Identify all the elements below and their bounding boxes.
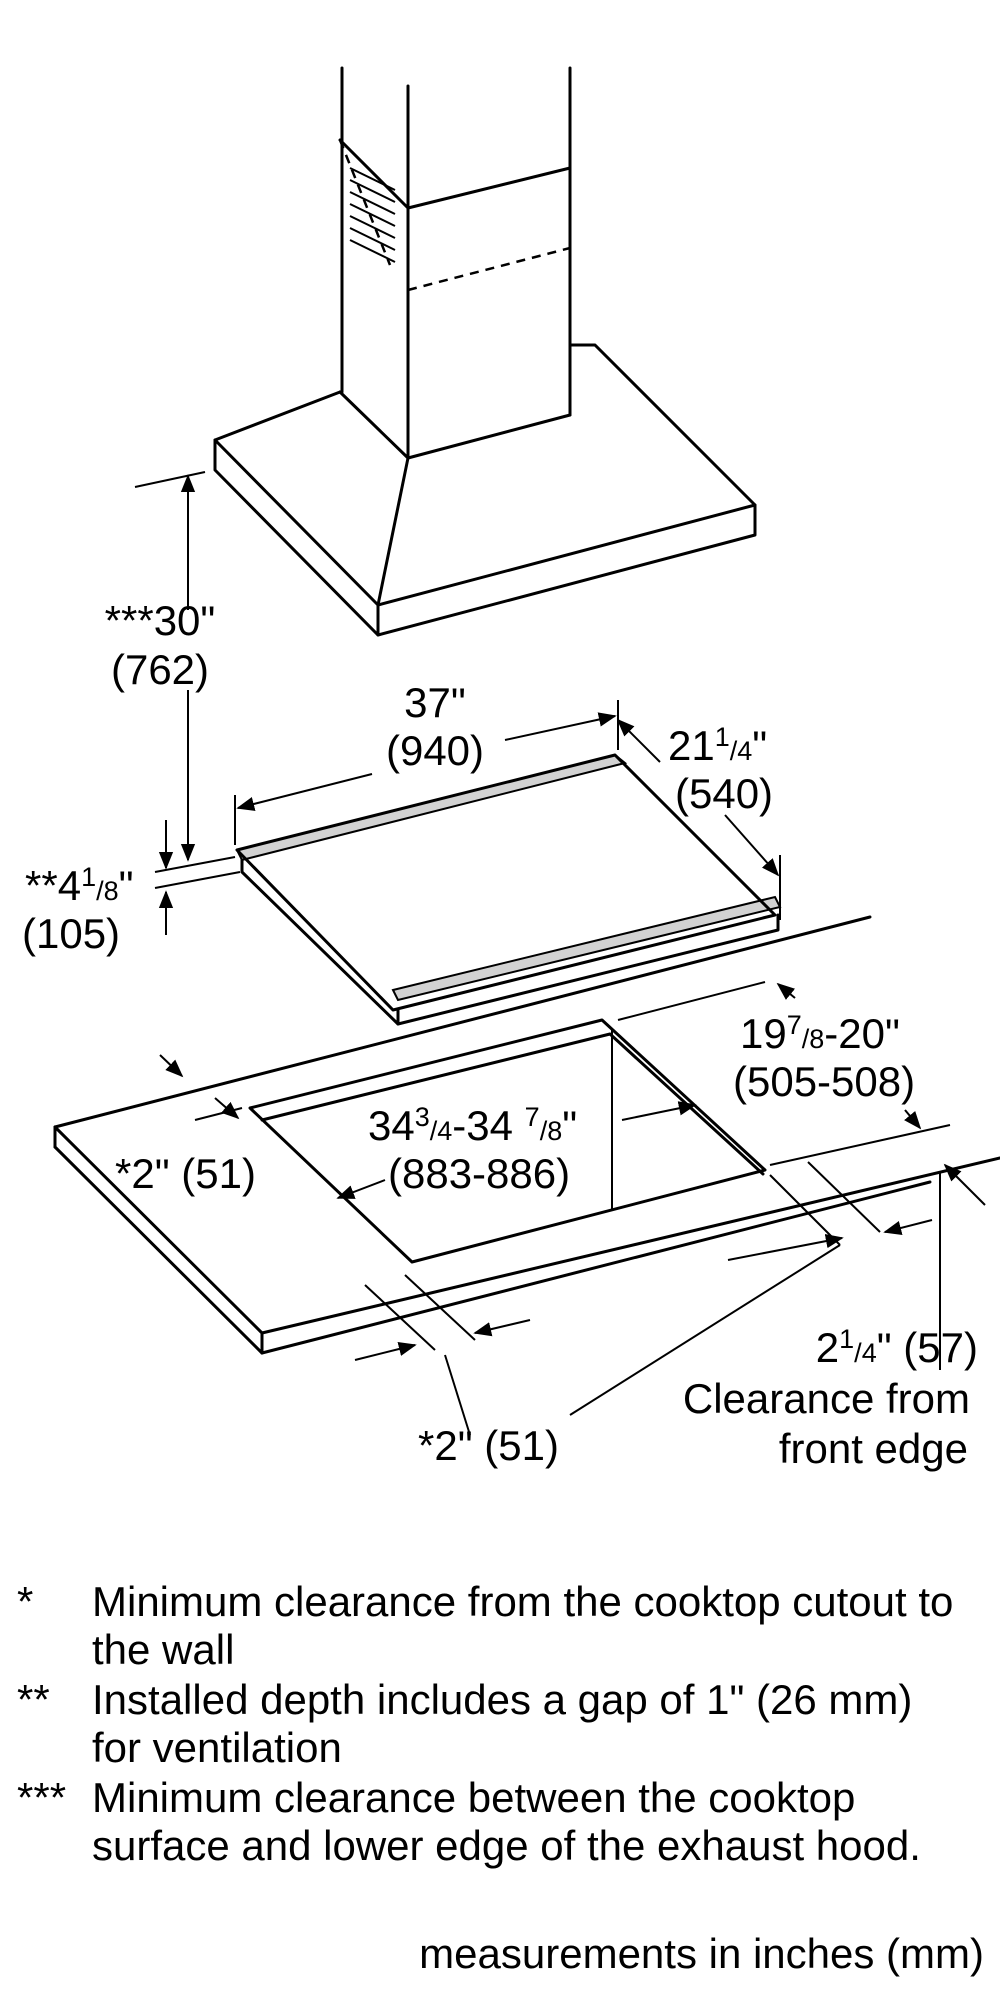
front-clearance-value: 21/4" (57) xyxy=(816,1324,978,1371)
countertop xyxy=(53,915,1000,1355)
dimension-labels: ***30" (762) 37" (940) 211/4" (540) **41… xyxy=(22,597,978,1472)
height-inches: **41/8" xyxy=(25,862,134,909)
vent-slots-icon xyxy=(349,167,396,263)
footnote-mark: * xyxy=(17,1578,34,1625)
installation-diagram: ***30" (762) 37" (940) 211/4" (540) **41… xyxy=(22,66,1000,1472)
width-mm: (940) xyxy=(386,727,484,774)
footnote: *** Minimum clearance between the cookto… xyxy=(0,1774,1000,1870)
footnote-text: Minimum clearance between the cooktop su… xyxy=(92,1774,921,1869)
width-inches: 37" xyxy=(404,679,466,726)
wall-clearance-back: *2" (51) xyxy=(418,1422,559,1469)
depth-inches: 211/4" xyxy=(668,722,767,769)
cutout-depth-mm: (505-508) xyxy=(733,1058,915,1105)
wall-clearance-left: *2" (51) xyxy=(115,1150,256,1197)
cutout-width-inches: 343/4-34 7/8" xyxy=(368,1102,577,1149)
depth-mm: (540) xyxy=(675,770,773,817)
range-hood xyxy=(213,66,757,637)
dimension-lines xyxy=(134,471,986,1436)
units-note: measurements in inches (mm) xyxy=(419,1930,984,1977)
footnote: * Minimum clearance from the cooktop cut… xyxy=(0,1578,1000,1674)
footnote: ** Installed depth includes a gap of 1" … xyxy=(0,1676,1000,1772)
footnotes: * Minimum clearance from the cooktop cut… xyxy=(0,1578,1000,1872)
cutout-depth-inches: 197/8-20" xyxy=(740,1010,900,1057)
front-clearance-label-1: Clearance from xyxy=(683,1375,970,1422)
cutout-width-mm: (883-886) xyxy=(388,1150,570,1197)
front-clearance-label-2: front edge xyxy=(779,1425,968,1472)
footnote-text: Minimum clearance from the cooktop cutou… xyxy=(92,1578,954,1673)
hood-clearance-inches: ***30" xyxy=(105,597,216,644)
footnote-mark: ** xyxy=(17,1676,50,1723)
hood-clearance-mm: (762) xyxy=(111,646,209,693)
height-mm: (105) xyxy=(22,910,120,957)
footnote-mark: *** xyxy=(17,1774,67,1821)
footnote-text: Installed depth includes a gap of 1" (26… xyxy=(92,1676,913,1771)
cooktop xyxy=(235,753,782,1026)
